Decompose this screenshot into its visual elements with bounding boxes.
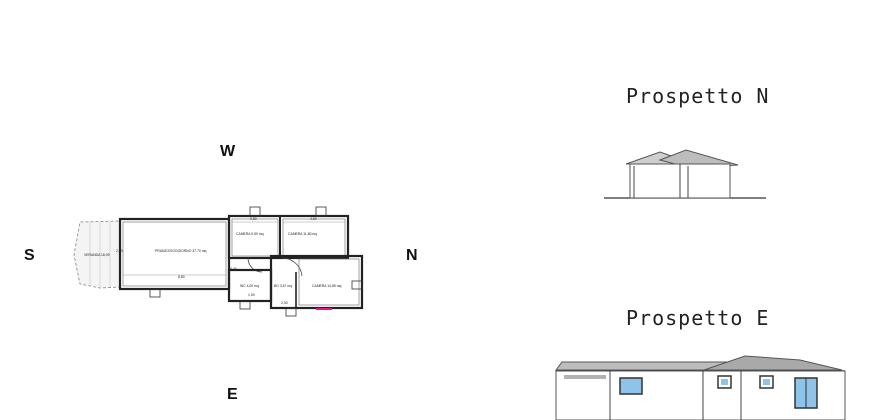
room-label-bedroom-1: CAMERA 9,50 mq [236,232,264,236]
dimension-label: 0,80 [250,217,257,221]
elevation-north-title: Prospetto N [626,84,770,108]
room-label-wc: WC 4,00 mq [240,284,259,288]
elevation-east-drawing [555,355,846,420]
room-area-veranda: 18,09 [101,253,110,257]
window [619,377,643,395]
dimension-label: 2,00 [281,301,288,305]
veranda-area [73,220,121,289]
door-swing [281,257,303,277]
room-label-bath: BG 3,57 mq [274,284,292,288]
plan-labels: VERANDA 18,09 2,60 PRANZO/SOGGIORNO 37,7… [84,217,342,305]
room-label-veranda: VERANDA [84,253,101,257]
bedrooms-block [227,214,350,260]
roof-secondary [703,355,843,371]
window-glass [721,379,728,385]
dimension-label: 1,00 [248,293,255,297]
elevation-east-title: Prospetto E [626,306,770,330]
room-label-living: PRANZO/SOGGIORNO 37,70 mq [155,249,207,253]
dimension-label: 8,80 [178,275,185,279]
door-swing [247,257,263,273]
floor-plan [73,206,364,317]
compass-east-label: E [227,386,238,403]
window-glass [763,379,770,385]
dimension-label: 4,60 [310,217,317,221]
elevation-north-drawing [604,149,766,199]
window-markers [149,206,363,317]
room-label-bedroom-2: CAMERA 11,80 mq [288,232,317,236]
room-label-bedroom-3: CAMERA 14,89 mq [312,284,342,288]
dimension-label: 2,60 [116,249,123,253]
dimension-label: 5,40 [230,267,237,271]
living-room-walls [118,217,231,291]
compass-west-label: W [220,143,236,160]
compass-north-label: N [406,247,418,264]
compass-south-label: S [24,247,35,264]
